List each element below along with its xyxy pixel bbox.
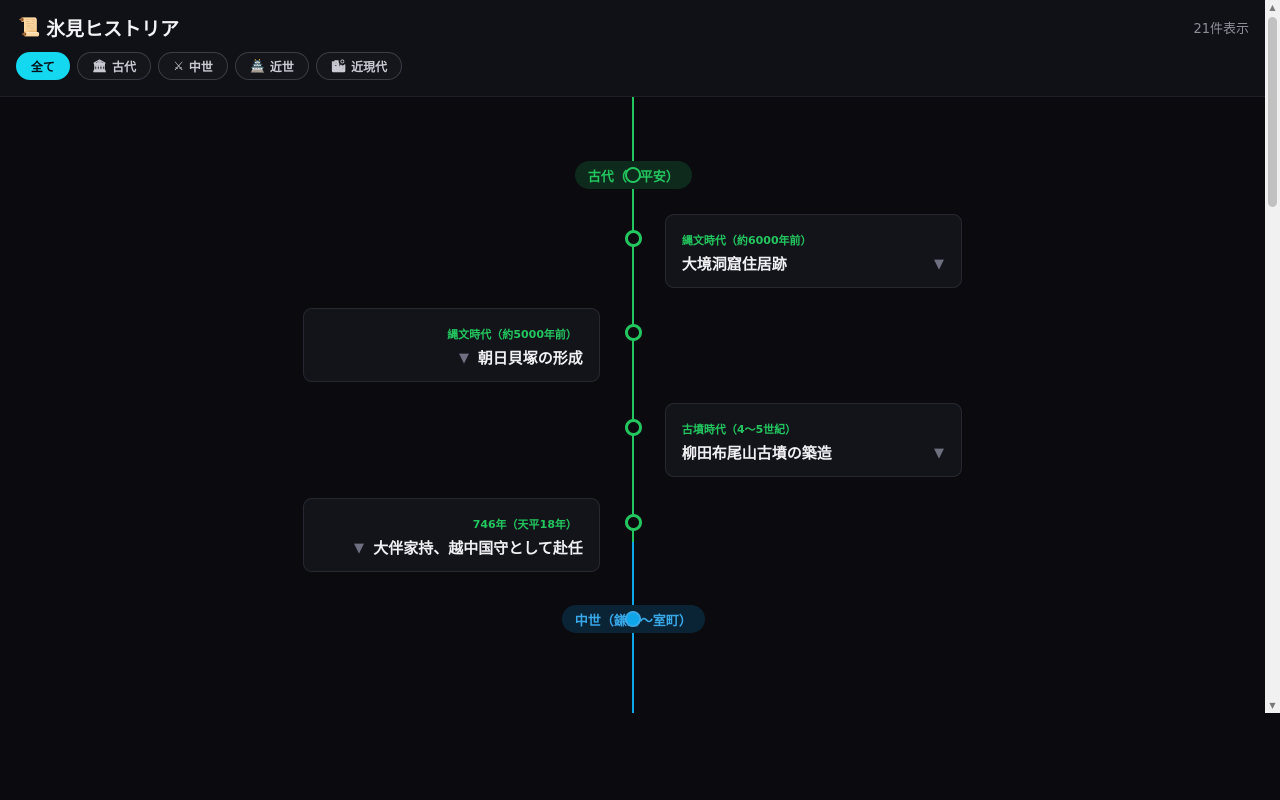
event-date: 古墳時代（4〜5世紀） (682, 423, 797, 436)
temple-icon: 🏛 (92, 59, 108, 73)
expand-arrow-icon[interactable]: ▼ (354, 541, 364, 556)
event-dot (624, 230, 642, 247)
event-title: 大伴家持、越中国守として赴任 (373, 539, 583, 557)
era-filter-bar: 全て 🏛 古代 ⚔ 中世 🏯 近世 🏙 近現代 (16, 52, 403, 80)
castle-icon: 🏯 (250, 59, 265, 73)
scroll-icon: 📜 (18, 17, 41, 38)
era-marker-chusei (624, 611, 641, 627)
result-count: 21件表示 (1193, 22, 1249, 37)
event-card-yanagida-kofun[interactable]: 古墳時代（4〜5世紀） 柳田布尾山古墳の築造 ▼ (665, 403, 962, 477)
filter-label: 全て (31, 59, 56, 74)
scrollbar-thumb[interactable] (1268, 17, 1277, 207)
event-date: 縄文時代（約5000年前） (447, 328, 577, 341)
event-card-asahi-shell-mound[interactable]: 縄文時代（約5000年前） 朝日貝塚の形成 ▼ (303, 308, 600, 382)
vertical-scrollbar[interactable]: ▲ ▼ (1265, 0, 1280, 713)
app-title: 📜 氷見ヒストリア (18, 14, 179, 41)
filter-chusei-button[interactable]: ⚔ 中世 (158, 52, 229, 80)
filter-label: 中世 (189, 59, 214, 74)
event-title: 朝日貝塚の形成 (477, 349, 583, 367)
era-marker-kodai (624, 167, 641, 183)
event-card-otomo-yakamochi[interactable]: 746年（天平18年） 大伴家持、越中国守として赴任 ▼ (303, 498, 600, 572)
event-dot (624, 514, 642, 531)
filter-label: 近世 (270, 59, 295, 74)
city-icon: 🏙 (331, 59, 347, 73)
app-header: 📜 氷見ヒストリア 21件表示 全て 🏛 古代 ⚔ 中世 🏯 近世 🏙 近現代 (0, 0, 1265, 97)
filter-label: 近現代 (351, 59, 388, 74)
filter-kingendai-button[interactable]: 🏙 近現代 (316, 52, 403, 80)
filter-kinsei-button[interactable]: 🏯 近世 (235, 52, 310, 80)
expand-arrow-icon[interactable]: ▼ (934, 257, 944, 272)
event-title: 大境洞窟住居跡 (682, 255, 788, 273)
filter-kodai-button[interactable]: 🏛 古代 (77, 52, 152, 80)
crossed-swords-icon: ⚔ (173, 59, 185, 73)
event-dot (624, 324, 642, 341)
event-dot (624, 419, 642, 436)
scroll-up-arrow-icon[interactable]: ▲ (1269, 3, 1276, 12)
expand-arrow-icon[interactable]: ▼ (459, 351, 469, 366)
timeline-line-kodai (631, 97, 634, 542)
event-card-ozakai-cave[interactable]: 縄文時代（約6000年前） 大境洞窟住居跡 ▼ (665, 214, 962, 288)
expand-arrow-icon[interactable]: ▼ (934, 446, 944, 461)
event-date: 746年（天平18年） (472, 518, 577, 531)
filter-all-button[interactable]: 全て (16, 52, 71, 80)
event-date: 縄文時代（約6000年前） (682, 234, 812, 247)
timeline-viewport: 古代（〜平安） 縄文時代（約6000年前） 大境洞窟住居跡 ▼ 縄文時代（約50… (0, 0, 1265, 713)
filter-label: 古代 (112, 59, 137, 74)
app-title-text: 氷見ヒストリア (46, 18, 180, 40)
page-background (0, 713, 1280, 800)
event-title: 柳田布尾山古墳の築造 (682, 444, 833, 462)
scroll-down-arrow-icon[interactable]: ▼ (1269, 701, 1276, 710)
